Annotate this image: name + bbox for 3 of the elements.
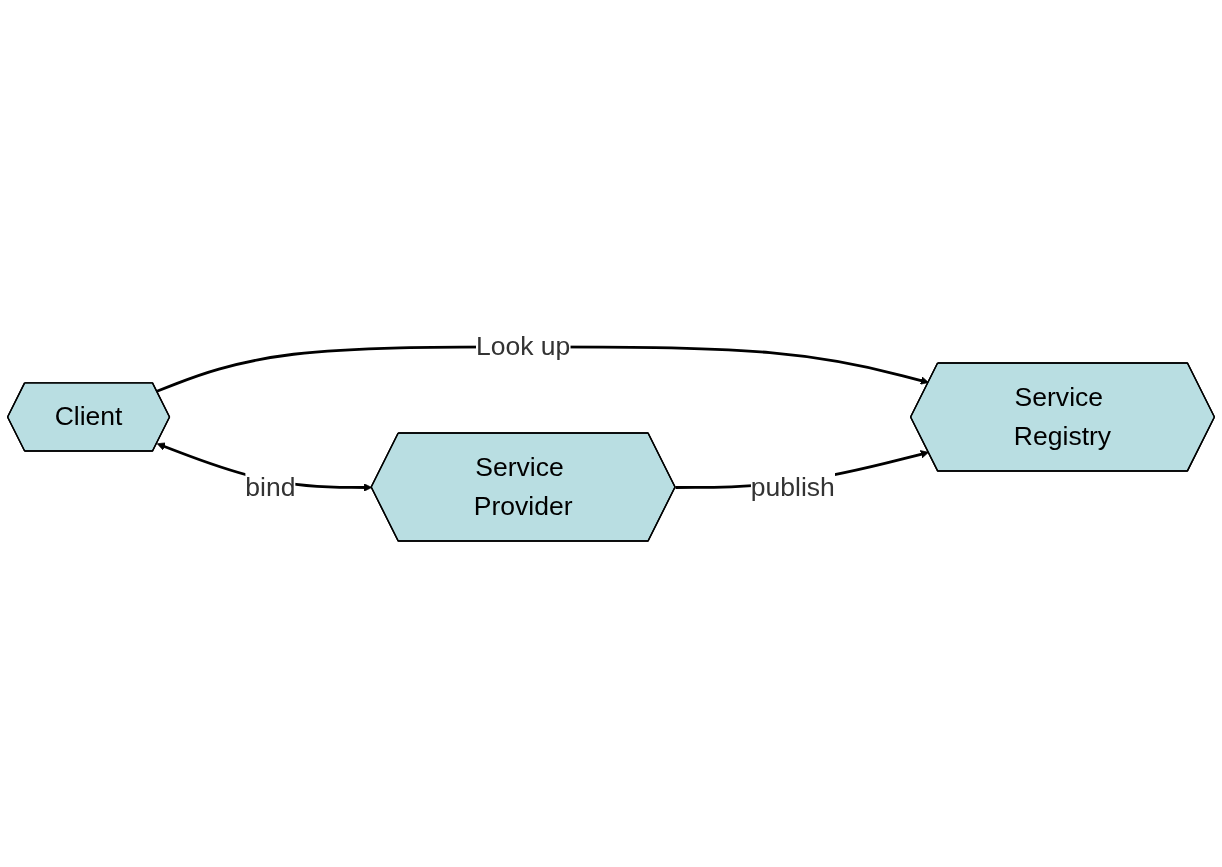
edge-label: publish bbox=[750, 471, 835, 501]
edge-label: Look up bbox=[475, 331, 571, 361]
edge-label: bind bbox=[245, 471, 296, 501]
